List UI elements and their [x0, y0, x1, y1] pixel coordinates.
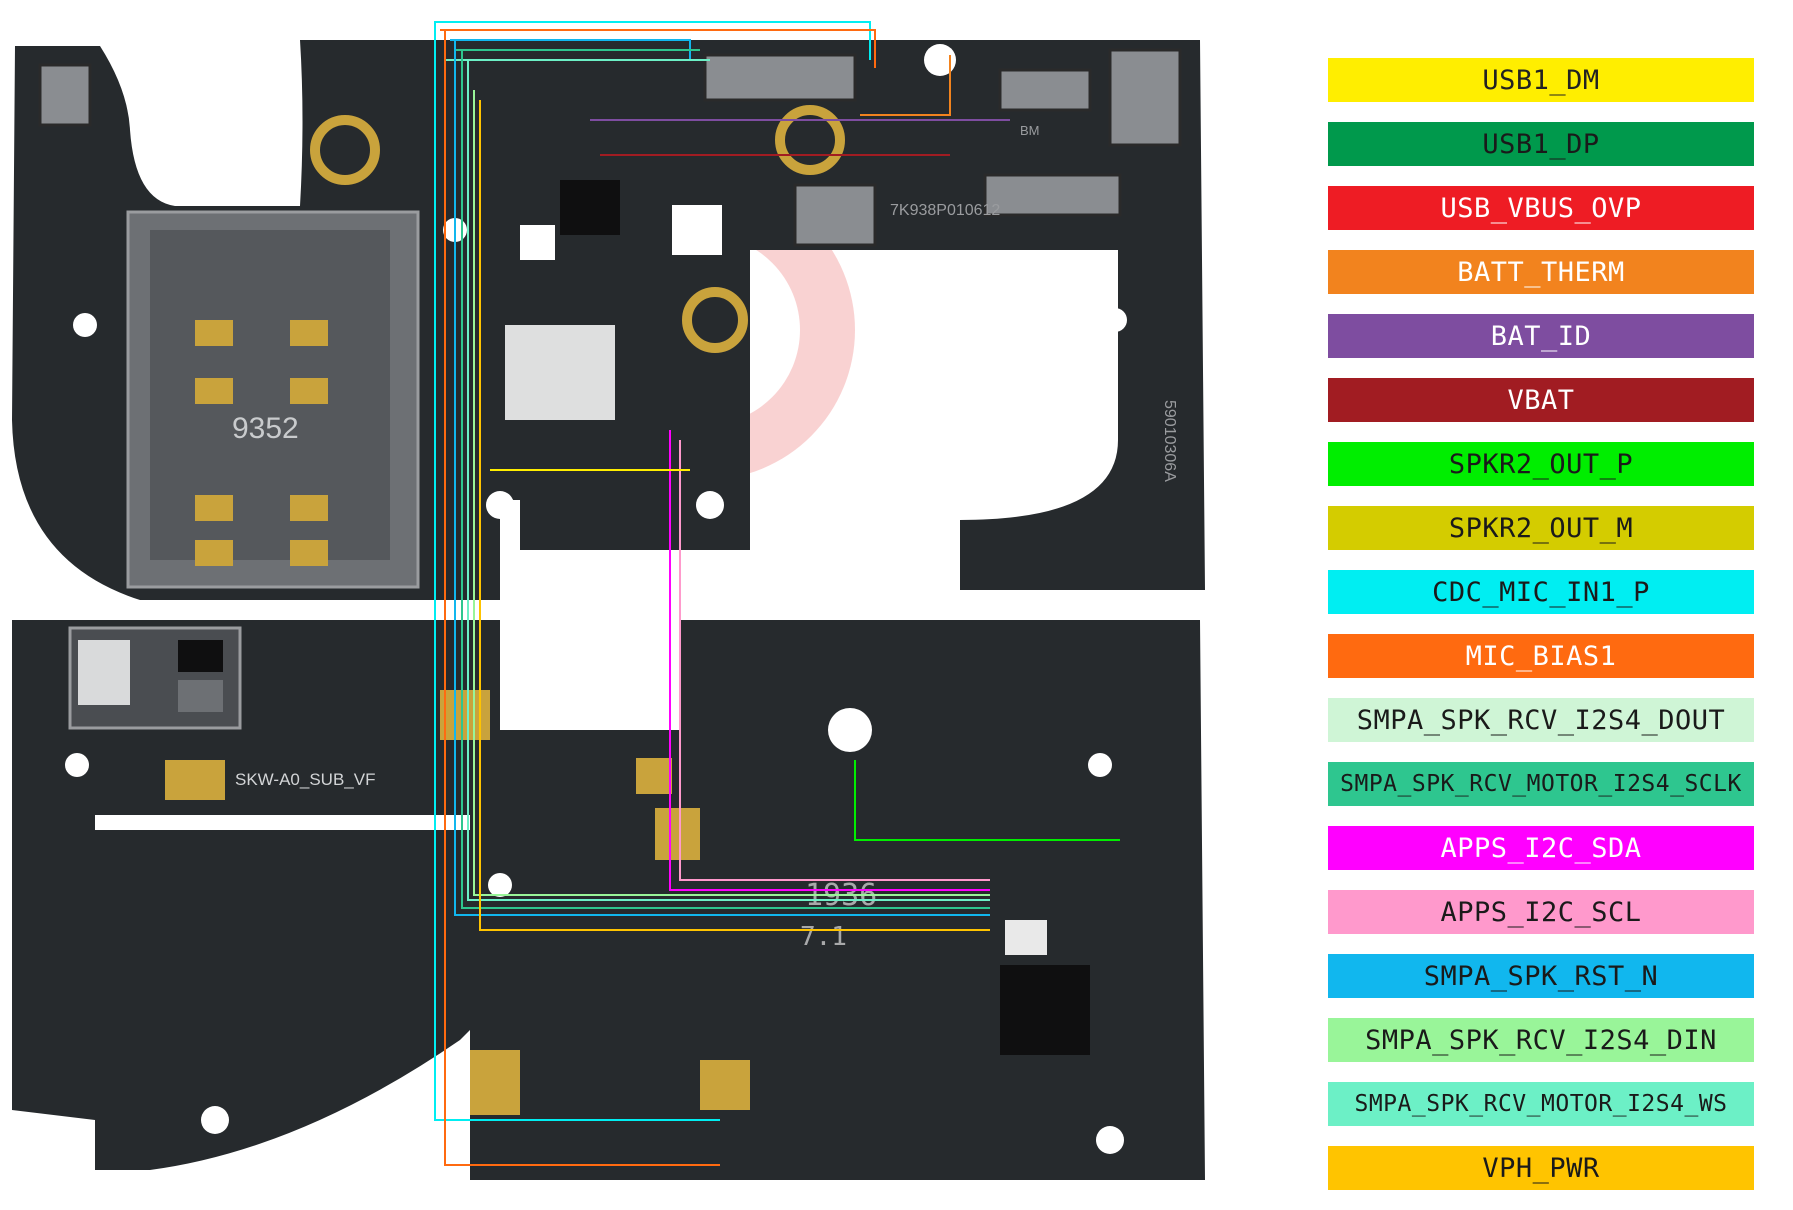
legend-item-smpa-spk-rcv-i2s4-dout: SMPA_SPK_RCV_I2S4_DOUT — [1328, 698, 1754, 742]
legend-item-mic-bias1: MIC_BIAS1 — [1328, 634, 1754, 678]
legend-item-bat-id: BAT_ID — [1328, 314, 1754, 358]
legend-item-usb1-dm: USB1_DM — [1328, 58, 1754, 102]
legend-item-batt-therm: BATT_THERM — [1328, 250, 1754, 294]
board-mark-bm: BM — [1020, 123, 1040, 138]
legend-item-smpa-spk-rcv-i2s4-din: SMPA_SPK_RCV_I2S4_DIN — [1328, 1018, 1754, 1062]
legend-item-vph-pwr: VPH_PWR — [1328, 1146, 1754, 1190]
top-board: 9352 7K938P010612 59010306A BM — [12, 40, 1205, 600]
legend-item-apps-i2c-sda: APPS_I2C_SDA — [1328, 826, 1754, 870]
legend-item-cdc-mic-in1-p: CDC_MIC_IN1_P — [1328, 570, 1754, 614]
signal-traces — [434, 21, 1120, 1166]
board-mark-7-1: 7.1 — [800, 922, 847, 952]
legend-item-usb1-dp: USB1_DP — [1328, 122, 1754, 166]
legend-item-apps-i2c-scl: APPS_I2C_SCL — [1328, 890, 1754, 934]
board-mark-9352: 9352 — [232, 412, 299, 445]
board-mark-partnum: 59010306A — [1161, 400, 1178, 482]
net-legend: USB1_DM USB1_DP USB_VBUS_OVP BATT_THERM BAT_… — [1328, 58, 1754, 1210]
board-mark-serial: 7K938P010612 — [890, 202, 1000, 219]
legend-item-vbat: VBAT — [1328, 378, 1754, 422]
legend-item-smpa-spk-rcv-motor-i2s4-sclk: SMPA_SPK_RCV_MOTOR_I2S4_SCLK — [1328, 762, 1754, 806]
pcb-diagram: 9352 7K938P010612 59010306A BM — [12, 21, 1205, 1180]
legend-item-spkr2-out-p: SPKR2_OUT_P — [1328, 442, 1754, 486]
legend-item-smpa-spk-rst-n: SMPA_SPK_RST_N — [1328, 954, 1754, 998]
legend-item-smpa-spk-rcv-motor-i2s4-ws: SMPA_SPK_RCV_MOTOR_I2S4_WS — [1328, 1082, 1754, 1126]
legend-item-usb-vbus-ovp: USB_VBUS_OVP — [1328, 186, 1754, 230]
board-mark-sub: SKW-A0_SUB_VF — [235, 770, 375, 789]
legend-item-spkr2-out-m: SPKR2_OUT_M — [1328, 506, 1754, 550]
